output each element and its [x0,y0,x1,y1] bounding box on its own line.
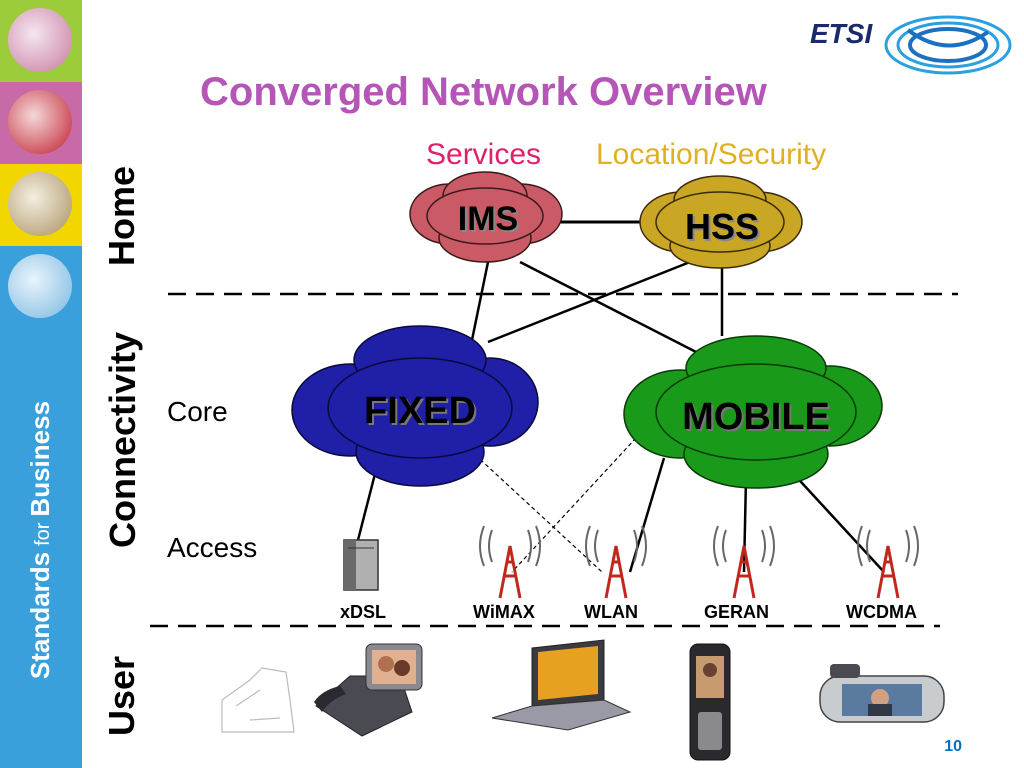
globe-image [8,90,72,154]
wlan-tower-icon [585,525,647,599]
wlan-label: WLAN [584,602,638,622]
fixed-wlan-dashed-link [469,449,603,573]
wimax-label: WiMAX [473,602,535,622]
wcdma-label: WCDMA [846,602,917,622]
mobile-cloud [623,335,883,489]
mobile-wimax-dashed-link [511,437,637,573]
globe-image [8,172,72,236]
services-label: Services [426,138,542,171]
thumbnail-2 [0,82,82,164]
sidebar: StandardsforBusiness [0,0,82,768]
geran-tower-icon [713,525,775,599]
mobile-label: MOBILE [682,396,830,438]
page-number: 10 [944,738,962,755]
location-security-label: Location/Security [596,138,827,171]
home-sketch-icon [221,667,295,733]
ims-label: IMS [457,200,519,238]
wcdma-tower-icon [857,525,919,599]
ims-cloud [409,171,563,263]
etsi-swirl-image [8,254,72,318]
hss-cloud [639,175,803,269]
hss-fixed-link [487,260,691,344]
fixed-cloud [291,325,539,487]
etsi-swirl-icon [884,15,1012,75]
videophone-icon [314,643,423,737]
xdsl-modem-icon [343,539,379,591]
etsi-logo: ETSI [808,10,1018,80]
thumbnail-1 [0,0,82,82]
core-label: Core [167,396,228,427]
access-label: Access [167,532,258,563]
globe-image [8,8,72,72]
mobile-wcdma-link [789,469,885,573]
fixed-label: FIXED [364,390,476,432]
ims-mobile-link [519,260,701,356]
xdsl-label: xDSL [340,602,387,622]
geran-label: GERAN [704,602,770,622]
mobile-phone-icon [689,643,731,761]
hss-label: HSS [684,206,760,247]
wimax-tower-icon [479,525,541,599]
mobile-geran-link [742,477,748,573]
fixed-xdsl-link [356,469,378,541]
logo-text: ETSI [810,18,873,49]
laptop-icon [491,639,632,731]
page-title: Converged Network Overview [200,70,767,114]
thumbnail-4 [0,246,82,328]
handheld-device-icon [819,664,945,723]
ims-fixed-link [470,261,490,341]
thumbnail-3 [0,164,82,246]
